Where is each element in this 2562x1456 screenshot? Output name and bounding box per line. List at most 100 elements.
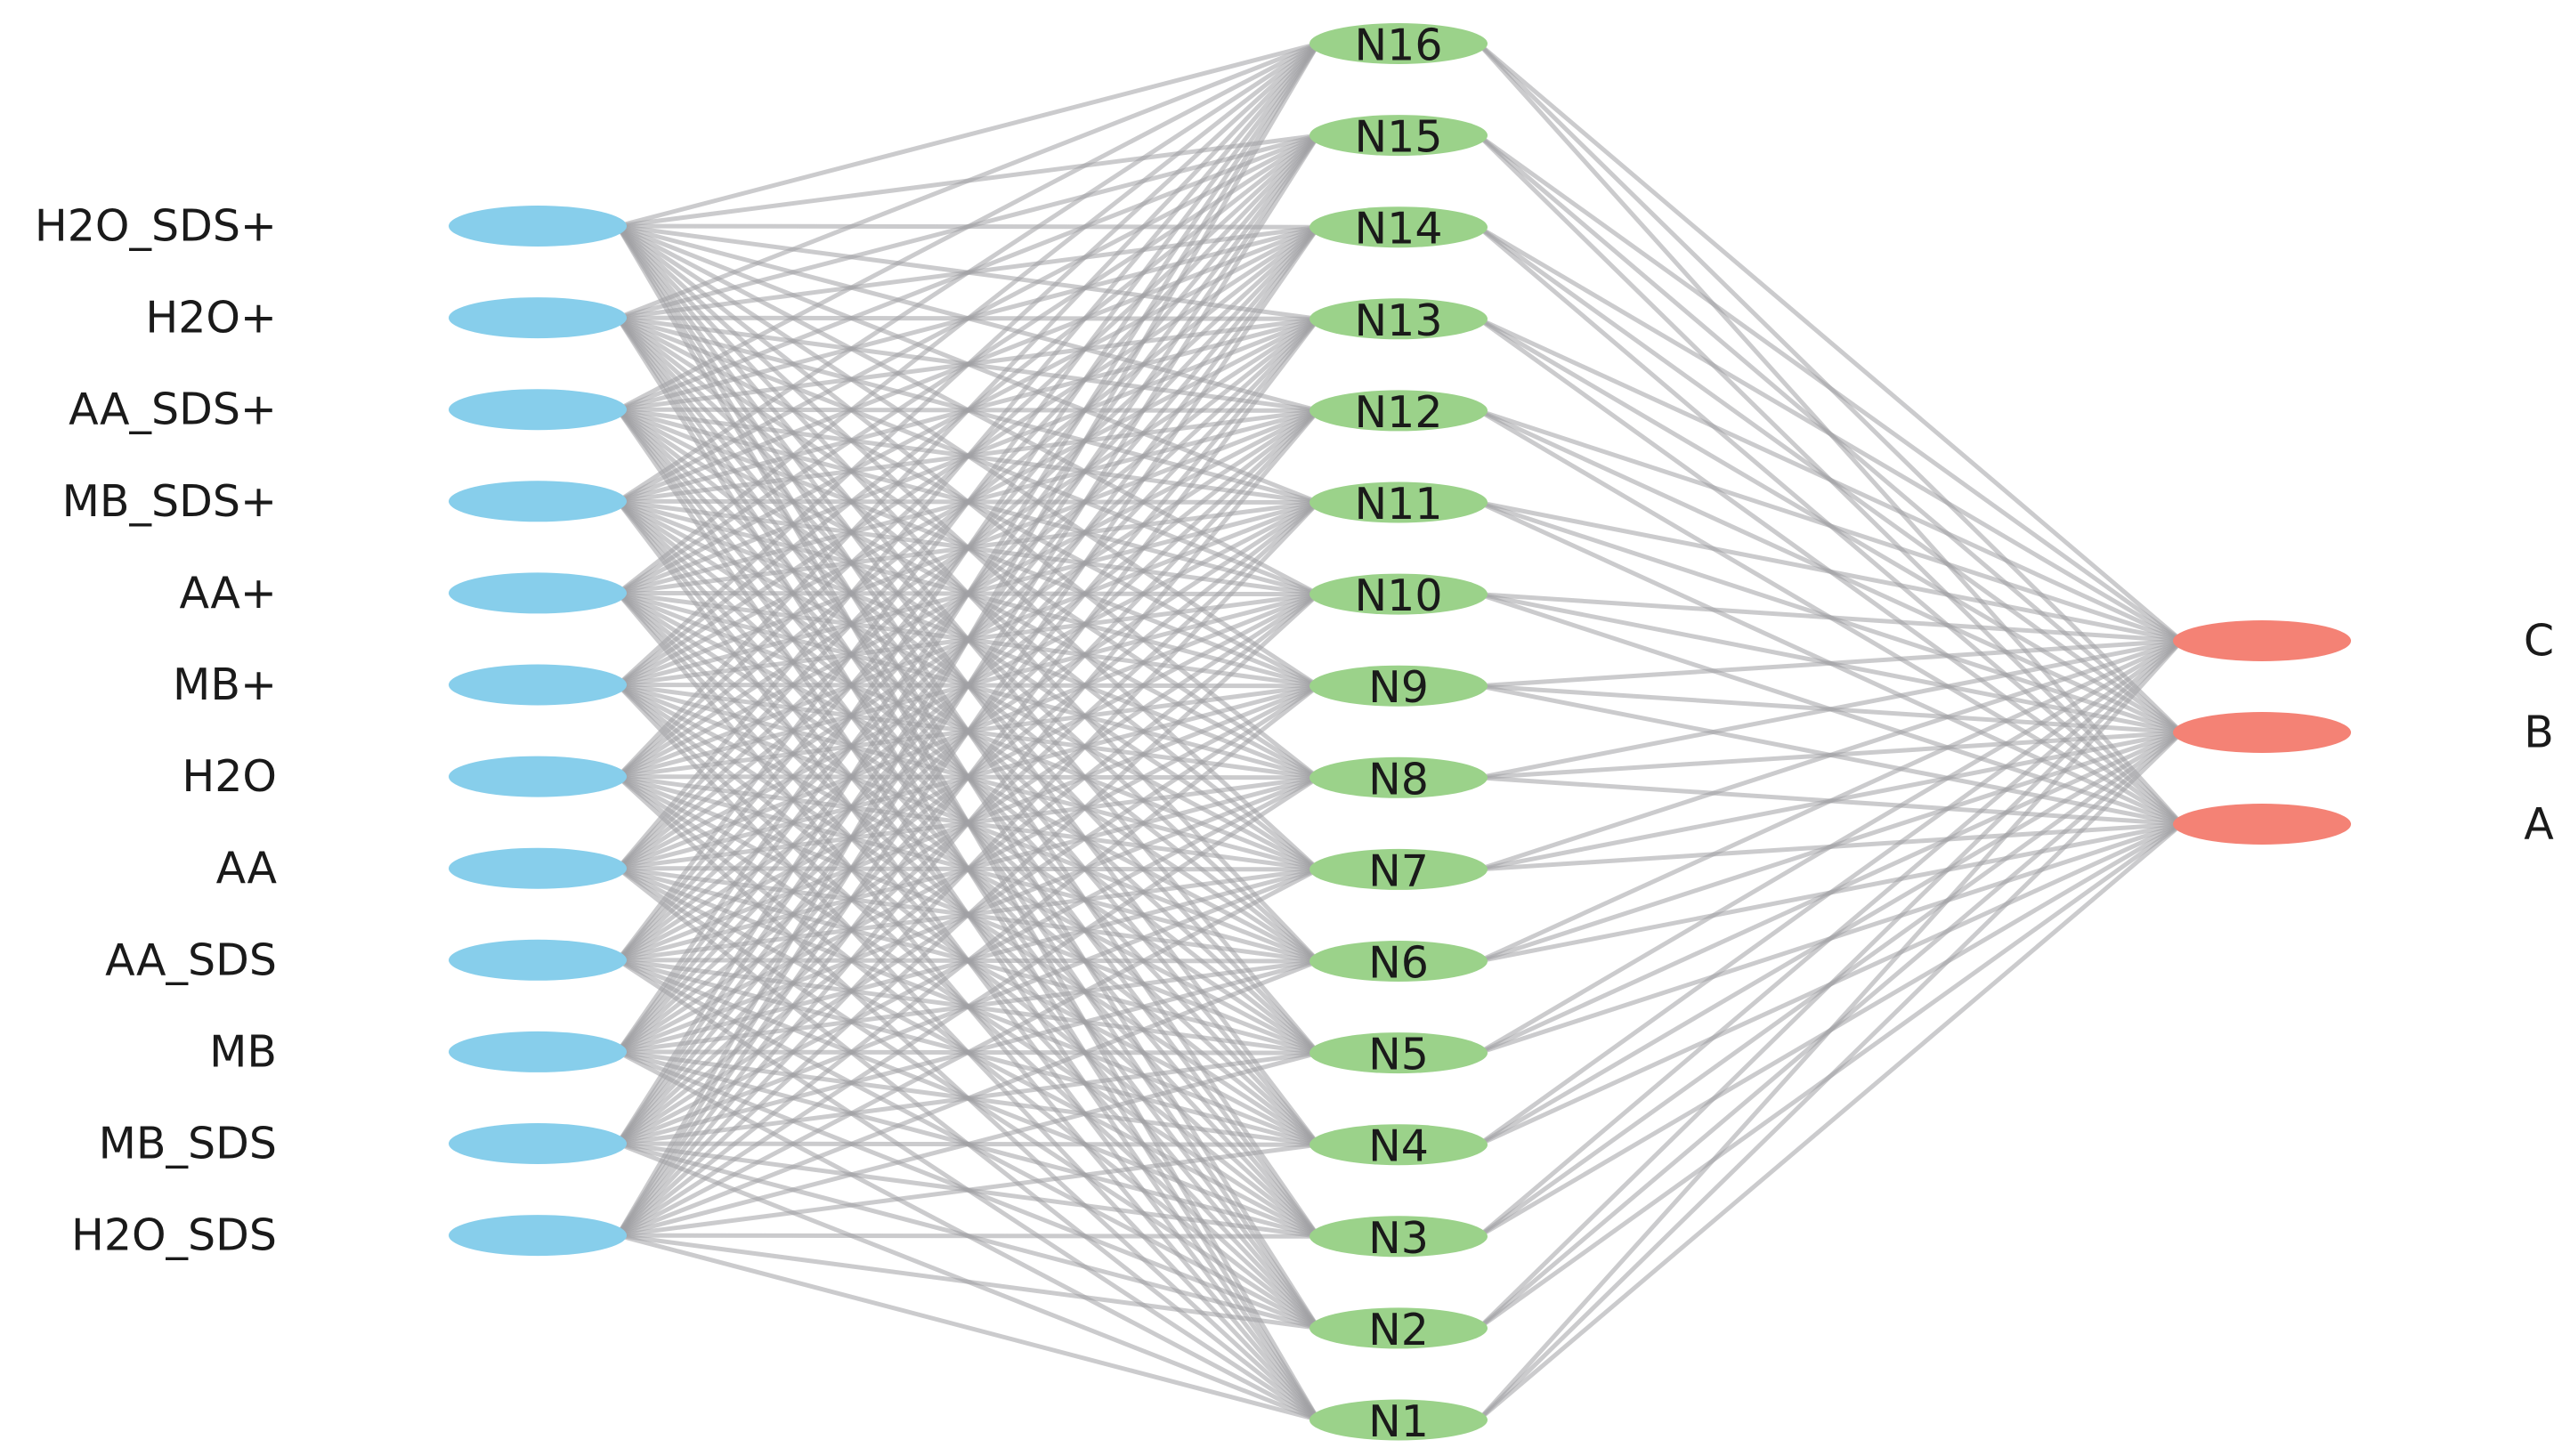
hidden-node-label: N5 [1368, 1030, 1429, 1080]
edge-hidden-output [1477, 639, 2184, 1239]
edge-hidden-output [1477, 639, 2184, 1331]
input-node [449, 664, 627, 706]
input-node [449, 939, 627, 981]
hidden-node-label: N15 [1354, 112, 1442, 163]
edges-layer [615, 41, 2184, 1422]
output-node [2173, 712, 2351, 753]
hidden-node-label: N12 [1354, 387, 1442, 438]
edge-input-hidden [617, 1142, 1319, 1238]
hidden-node-label: N7 [1368, 845, 1429, 896]
edge-input-hidden [616, 41, 1320, 412]
input-node-label: MB [209, 1026, 277, 1077]
input-node-label: MB_SDS+ [62, 476, 277, 527]
edge-input-hidden [616, 42, 1320, 779]
input-node [449, 297, 627, 339]
edge-input-hidden [616, 317, 1320, 1237]
edge-input-hidden [615, 42, 1321, 1054]
edge-input-hidden [615, 133, 1321, 1237]
hidden-node-label: N13 [1354, 295, 1442, 346]
input-node [449, 481, 627, 522]
edge-hidden-output [1478, 408, 2183, 643]
edge-hidden-output [1477, 133, 2184, 643]
hidden-node [1309, 481, 1488, 523]
edge-hidden-output [1477, 638, 2184, 964]
hidden-node-label: N6 [1368, 938, 1429, 989]
input-node-label: H2O_SDS [71, 1210, 277, 1261]
input-node [449, 1031, 627, 1072]
edge-input-hidden [617, 41, 1319, 320]
input-node-label: MB_SDS [99, 1119, 277, 1169]
edge-hidden-output [1478, 638, 2183, 872]
edge-input-hidden [616, 684, 1320, 1238]
edge-hidden-output [1477, 731, 2184, 1422]
hidden-node-label: N11 [1354, 479, 1442, 530]
edge-hidden-output [1478, 638, 2183, 689]
edge-hidden-output [1477, 638, 2184, 1056]
edge-hidden-output [1477, 42, 2184, 643]
hidden-node [1309, 756, 1488, 798]
edge-hidden-output [1477, 225, 2184, 643]
hidden-node-label: N8 [1368, 754, 1429, 805]
input-node-label: AA [216, 843, 278, 894]
hidden-node-label: N14 [1354, 204, 1442, 255]
output-node-label: B [2524, 708, 2554, 758]
edge-hidden-output [1477, 317, 2184, 643]
output-node [2173, 804, 2351, 845]
input-node-label: AA+ [180, 568, 277, 619]
edge-input-hidden [617, 1233, 1319, 1239]
edge-hidden-output [1477, 638, 2184, 1147]
edge-input-hidden [617, 959, 1319, 1238]
output-layer: CBA [2173, 616, 2554, 850]
edge-input-hidden [617, 1050, 1319, 1238]
hidden-node [1309, 115, 1488, 157]
input-node [449, 1215, 627, 1257]
hidden-node [1309, 665, 1488, 707]
hidden-node-label: N10 [1354, 570, 1442, 621]
input-node [449, 1123, 627, 1164]
edge-input-hidden [616, 42, 1320, 595]
edge-input-hidden [616, 42, 1320, 870]
hidden-node [1309, 23, 1488, 64]
edge-hidden-output [1478, 638, 2183, 781]
edge-hidden-output [1477, 639, 2184, 1422]
input-node-label: MB+ [173, 659, 277, 710]
hidden-node [1309, 573, 1488, 615]
output-node [2173, 620, 2351, 661]
hidden-node [1309, 1032, 1488, 1074]
edge-input-hidden [615, 225, 1321, 1237]
edge-input-hidden [616, 42, 1320, 962]
input-node [449, 572, 627, 614]
edge-input-hidden [616, 500, 1320, 1237]
hidden-node-label: N4 [1368, 1121, 1429, 1172]
output-node-label: C [2524, 616, 2554, 667]
input-node-label: AA_SDS+ [69, 384, 277, 435]
input-node [449, 756, 627, 797]
edge-input-hidden [616, 408, 1320, 1237]
edge-input-hidden [616, 41, 1320, 504]
input-node-label: H2O_SDS+ [35, 201, 277, 252]
hidden-node-label: N16 [1354, 20, 1442, 71]
hidden-node-label: N1 [1368, 1396, 1429, 1447]
edge-input-hidden [616, 867, 1320, 1238]
hidden-node [1309, 390, 1488, 432]
edge-input-hidden [615, 42, 1321, 1237]
input-node-label: H2O+ [145, 293, 277, 344]
edge-input-hidden [615, 42, 1321, 1145]
hidden-node [1309, 1399, 1488, 1441]
edge-hidden-output [1477, 822, 2184, 1422]
output-node-label: A [2524, 799, 2554, 850]
hidden-node [1309, 1307, 1488, 1349]
edge-input-hidden [617, 41, 1319, 229]
edge-hidden-output [1478, 592, 2183, 643]
hidden-node-label: N9 [1368, 662, 1429, 713]
hidden-node [1309, 1216, 1488, 1258]
input-node [449, 206, 627, 247]
hidden-node-label: N2 [1368, 1305, 1429, 1355]
hidden-node [1309, 1124, 1488, 1166]
hidden-node-label: N3 [1368, 1213, 1429, 1264]
edge-input-hidden [617, 1233, 1319, 1331]
input-node [449, 847, 627, 889]
input-node [449, 389, 627, 431]
